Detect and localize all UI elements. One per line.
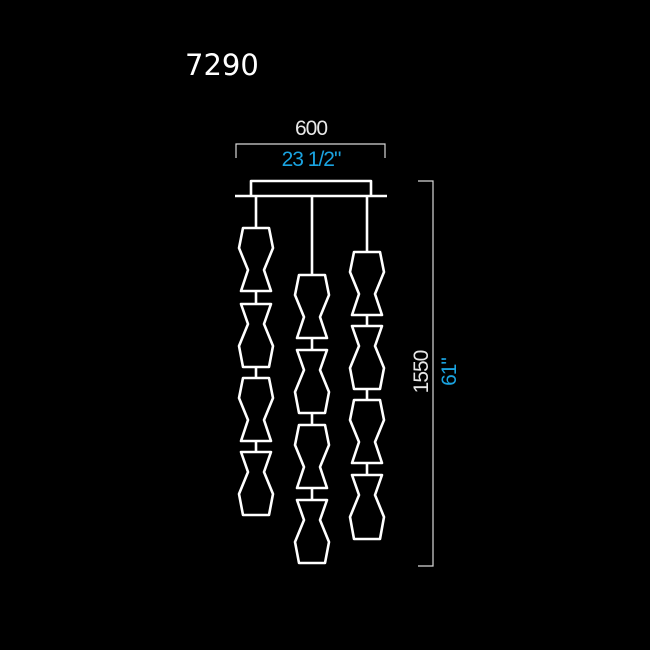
width-dimension-inches: 23 1/2": [281, 148, 342, 171]
lamp-outline: [235, 179, 387, 565]
glass-shade: [237, 376, 275, 443]
glass-shade: [348, 398, 386, 465]
strand-left: [237, 226, 275, 517]
glass-shade: [293, 348, 331, 415]
strand-middle: [293, 273, 331, 565]
model-number: 7290: [185, 48, 259, 82]
width-dimension-line: [235, 143, 386, 158]
dimension-lines: [235, 143, 434, 567]
height-dimension-line: [418, 180, 434, 567]
glass-shade: [293, 273, 331, 340]
glass-shade: [237, 226, 275, 293]
glass-shade: [237, 450, 275, 517]
canopy: [249, 179, 373, 196]
glass-shade: [293, 423, 331, 490]
width-dimension-mm: 600: [294, 117, 328, 140]
strand-right: [348, 250, 386, 541]
glass-shade: [293, 498, 331, 565]
glass-shade: [237, 302, 275, 369]
glass-shade: [348, 324, 386, 391]
glass-shade: [348, 473, 386, 541]
glass-shade: [348, 250, 386, 317]
